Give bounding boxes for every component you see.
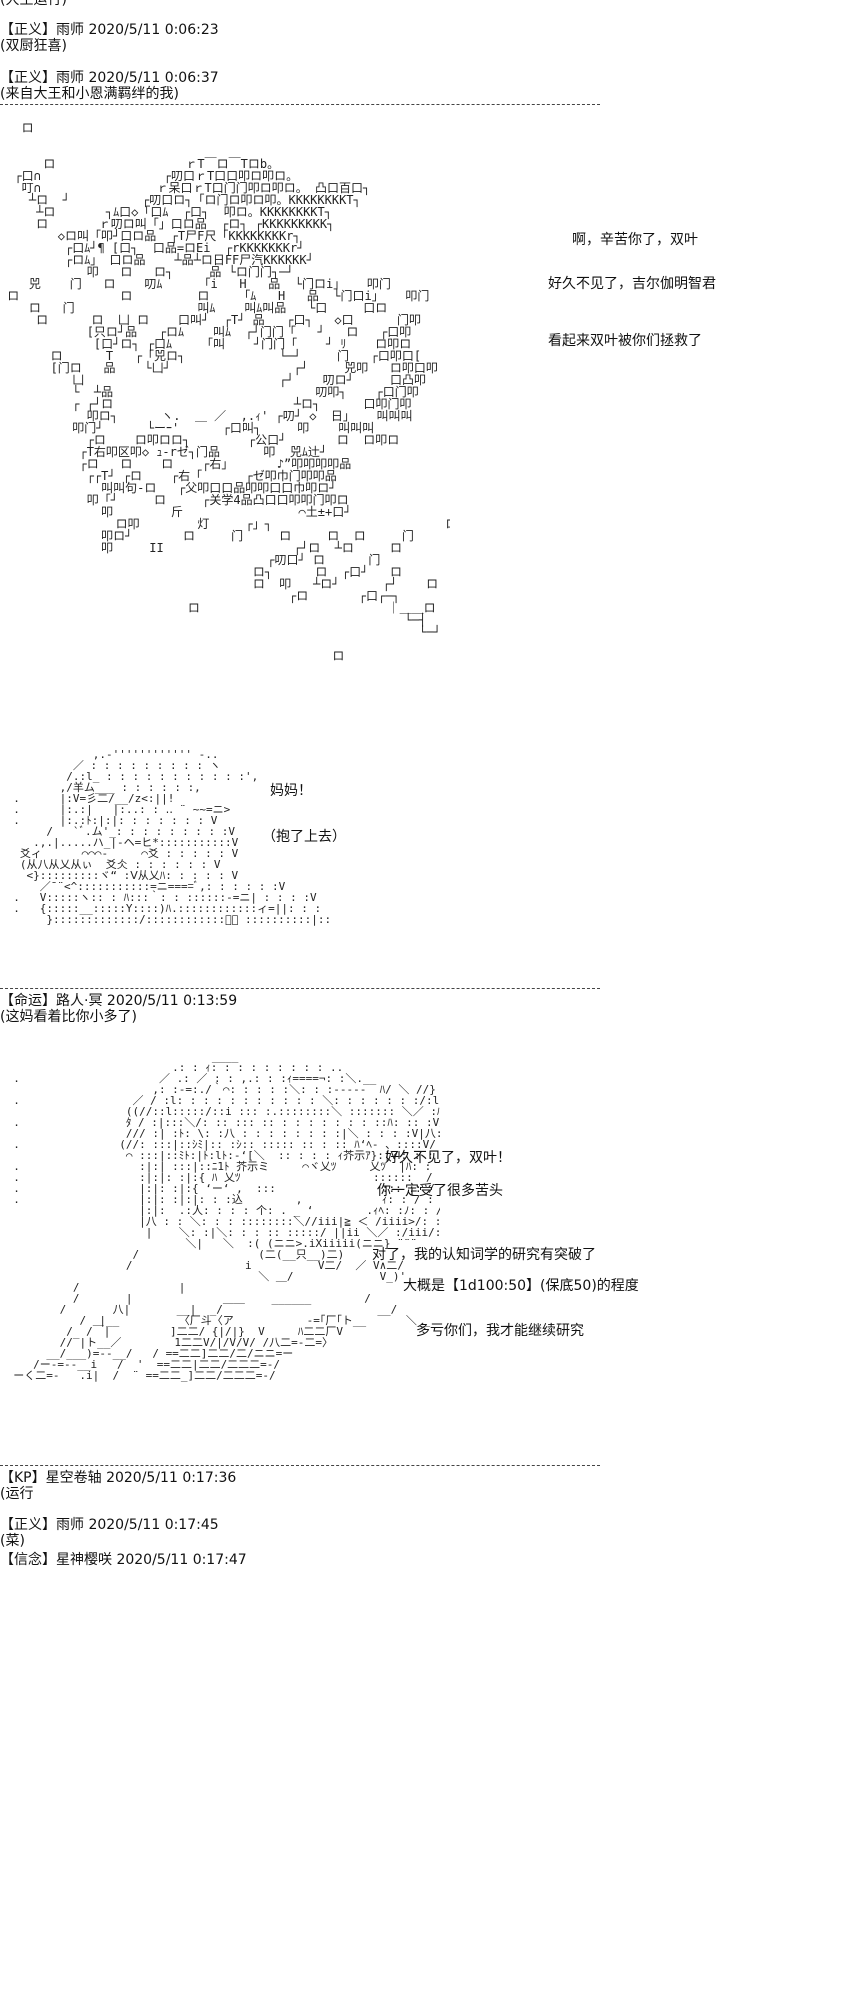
- dialogue-line: 对了，我的认知词学的研究有突破了: [372, 1247, 596, 1263]
- post-time: 2020/5/11 0:17:36: [106, 1470, 237, 1486]
- dialogue-line: （抱了上去）: [262, 829, 346, 845]
- post-author: 星空卷轴: [45, 1470, 102, 1486]
- post-tag: 【正义】: [0, 70, 56, 86]
- post-header-3: 【命运】路人·冥 2020/5/11 0:13:59: [0, 993, 237, 1009]
- post-author: 雨师: [56, 70, 84, 86]
- post-tag: 【命运】: [0, 993, 56, 1009]
- post-header-4: 【KP】星空卷轴 2020/5/11 0:17:36: [0, 1470, 236, 1486]
- dialogue-line: 好久不见了，双叶！: [385, 1150, 511, 1166]
- dialogue-line: 好久不见了，吉尔伽明智君: [548, 276, 716, 292]
- post-body-3: (这妈看着比你小多了): [0, 1009, 137, 1025]
- post-header-1: 【正义】雨师 2020/5/11 0:06:23: [0, 22, 219, 38]
- post-time: 2020/5/11 0:13:59: [106, 993, 238, 1009]
- post-tag: 【KP】: [0, 1470, 46, 1486]
- separator: [0, 988, 600, 989]
- post-time: 2020/5/11 0:17:47: [116, 1552, 247, 1568]
- post-tag: 【正义】: [0, 22, 56, 38]
- post-author: 星神樱咲: [56, 1552, 112, 1568]
- dialogue-line: 啊，辛苦你了，双叶: [572, 232, 698, 248]
- dialogue-line: 看起来双叶被你们拯救了: [548, 333, 702, 349]
- separator: [0, 104, 600, 105]
- post-time: 2020/5/11 0:17:45: [88, 1517, 219, 1533]
- top-cut-text: (大王运行): [0, 0, 67, 8]
- post-time: 2020/5/11 0:06:23: [88, 22, 219, 38]
- post-time: 2020/5/11 0:06:37: [88, 70, 219, 86]
- post-body-4: (运行: [0, 1486, 34, 1502]
- dialogue-line: 多亏你们，我才能继续研究: [416, 1323, 584, 1339]
- ascii-art-figure-3: ____ .: : ｨ: : : : : : : : : .. . ／ .: ／…: [13, 1050, 440, 1382]
- separator: [0, 1465, 600, 1466]
- post-tag: 【正义】: [0, 1517, 56, 1533]
- post-body-1: (双厨狂喜): [0, 38, 67, 54]
- post-author: 雨师: [56, 22, 84, 38]
- post-header-6: 【信念】星神樱咲 2020/5/11 0:17:47: [0, 1552, 247, 1568]
- dialogue-line: 大概是【1d100:50】(保底50)的程度: [403, 1278, 639, 1294]
- ascii-art-figure-1: ロ ロ ｒT￣ロ￣Tロb。 ┌口∩ ┌叨口ｒT口口叩ロ叩ロ。 叮∩ ｒ呆口ｒT口…: [7, 121, 450, 663]
- post-header-2: 【正义】雨师 2020/5/11 0:06:37: [0, 70, 219, 86]
- dialogue-line: 妈妈！: [270, 783, 312, 799]
- post-header-5: 【正义】雨师 2020/5/11 0:17:45: [0, 1517, 219, 1533]
- dialogue-line: 你一定受了很多苦头: [377, 1183, 503, 1199]
- post-tag: 【信念】: [0, 1552, 56, 1568]
- post-body-5: (菜): [0, 1533, 25, 1549]
- ascii-art-figure-2: ,.-'''''''''''' -.. ／ : : : : : : : : : …: [13, 748, 330, 926]
- post-author: 雨师: [56, 1517, 84, 1533]
- post-author: 路人·冥: [56, 993, 103, 1009]
- post-body-2: (来自大王和小恩满羁绊的我): [0, 86, 179, 102]
